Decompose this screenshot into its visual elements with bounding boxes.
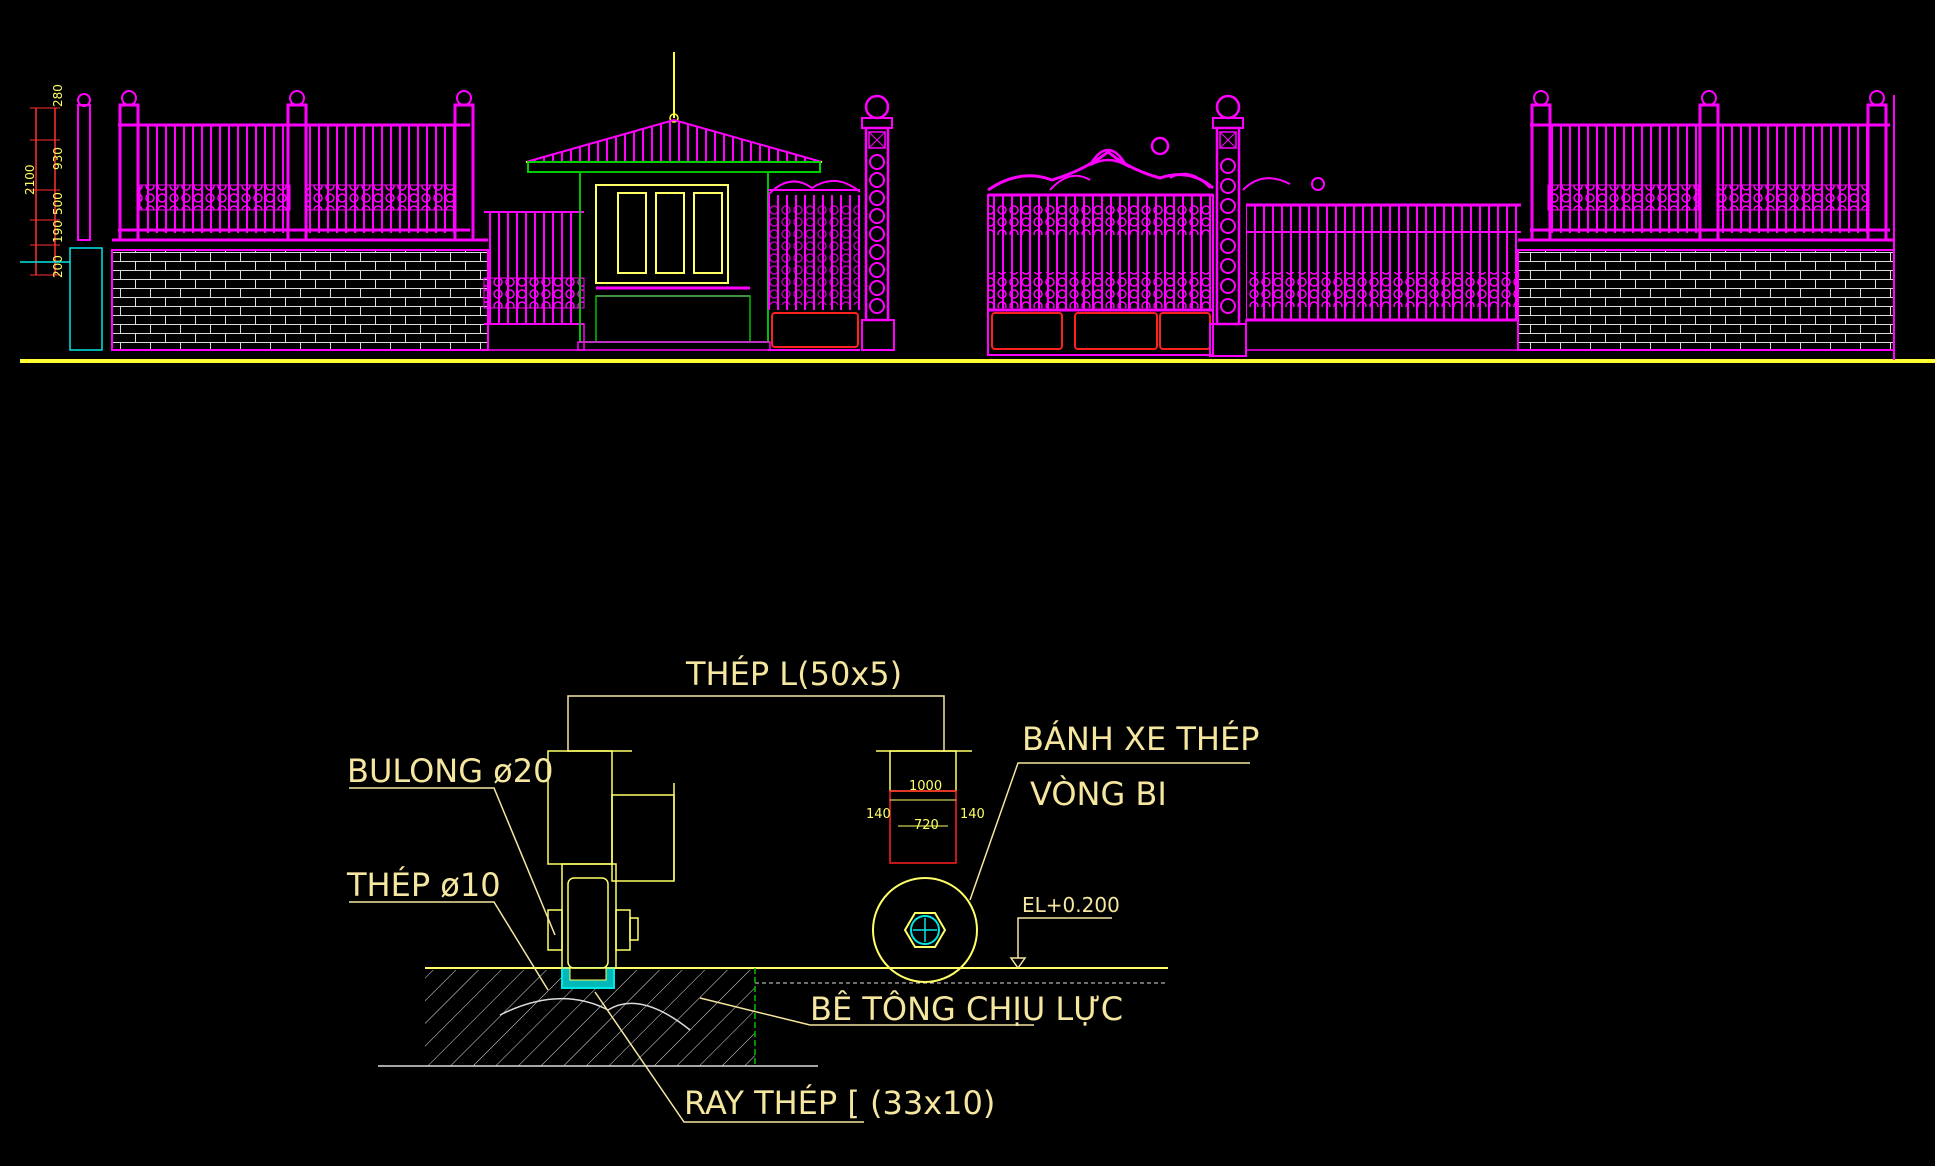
label-elevation: EL+0.200: [1022, 893, 1120, 917]
label-l-steel: THÉP L(50x5): [685, 655, 902, 693]
label-wheel: BÁNH XE THÉP: [1022, 720, 1259, 758]
left-fence: [112, 90, 488, 251]
rail-detail: 1000 720 140 140 THÉP L(50x5) BULONG ø20…: [346, 655, 1259, 1123]
main-gate: [987, 136, 1214, 356]
label-concrete: BÊ TÔNG CHỊU LỰC: [810, 989, 1123, 1028]
dim-140-left: 140: [866, 807, 891, 822]
left-dimension-chain: 280 930 500 190 200 2100: [23, 84, 65, 278]
dim-200: 200: [51, 255, 65, 278]
guard-booth: [525, 52, 823, 351]
dim-140-right: 140: [960, 807, 985, 822]
right-wheel-assembly: 1000 720 140 140: [866, 750, 985, 983]
gate-pillar-right: [1209, 94, 1247, 357]
concrete-hatch: [425, 970, 755, 1066]
dim-1000: 1000: [909, 779, 942, 794]
label-rail: RAY THÉP [ (33x10): [684, 1084, 995, 1122]
right-brick-wall: [1517, 249, 1895, 351]
dim-720: 720: [914, 818, 939, 833]
dim-930: 930: [51, 147, 65, 170]
booth-right-fence: [767, 180, 861, 351]
steel-wheel: [872, 877, 978, 983]
dim-190: 190: [51, 220, 65, 243]
dim-2100: 2100: [23, 164, 37, 195]
left-wheel-assembly: [547, 750, 675, 969]
booth-left-fence: [483, 211, 585, 351]
gate-elevation: 280 930 500 190 200 2100: [20, 52, 1935, 363]
label-bolt: BULONG ø20: [347, 752, 553, 790]
label-bearing: VÒNG BI: [1030, 774, 1167, 813]
right-lower-fence: [1242, 177, 1522, 351]
label-rebar: THÉP ø10: [346, 866, 501, 904]
left-brick-wall: [111, 249, 489, 351]
leader-lines: [349, 762, 1250, 1123]
right-fence: [1518, 90, 1895, 360]
gate-pillar-left: [861, 94, 895, 351]
dim-280: 280: [51, 84, 65, 107]
left-end-post: [20, 93, 103, 351]
dim-500: 500: [51, 192, 65, 215]
